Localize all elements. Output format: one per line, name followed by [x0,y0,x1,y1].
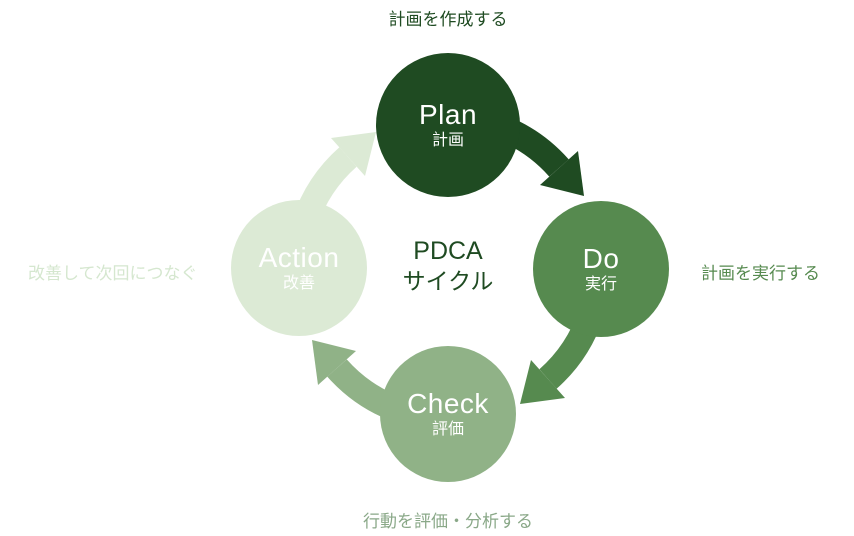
do-circle [533,201,669,337]
arrow-plan-to-do-head [540,151,584,196]
annotation-do: 計画を実行する [701,264,820,283]
plan-circle [376,53,520,197]
arrow-check-to-action-head [312,340,356,385]
annotation-check: 行動を評価・分析する [363,512,533,531]
arrow-action-to-plan-head [331,132,376,176]
annotation-plan: 計画を作成する [388,10,508,29]
check-circle [380,346,516,482]
action-circle [231,200,367,336]
arrow-do-to-check-head [520,360,565,404]
annotation-action: 改善して次回につなぐ [28,264,198,283]
